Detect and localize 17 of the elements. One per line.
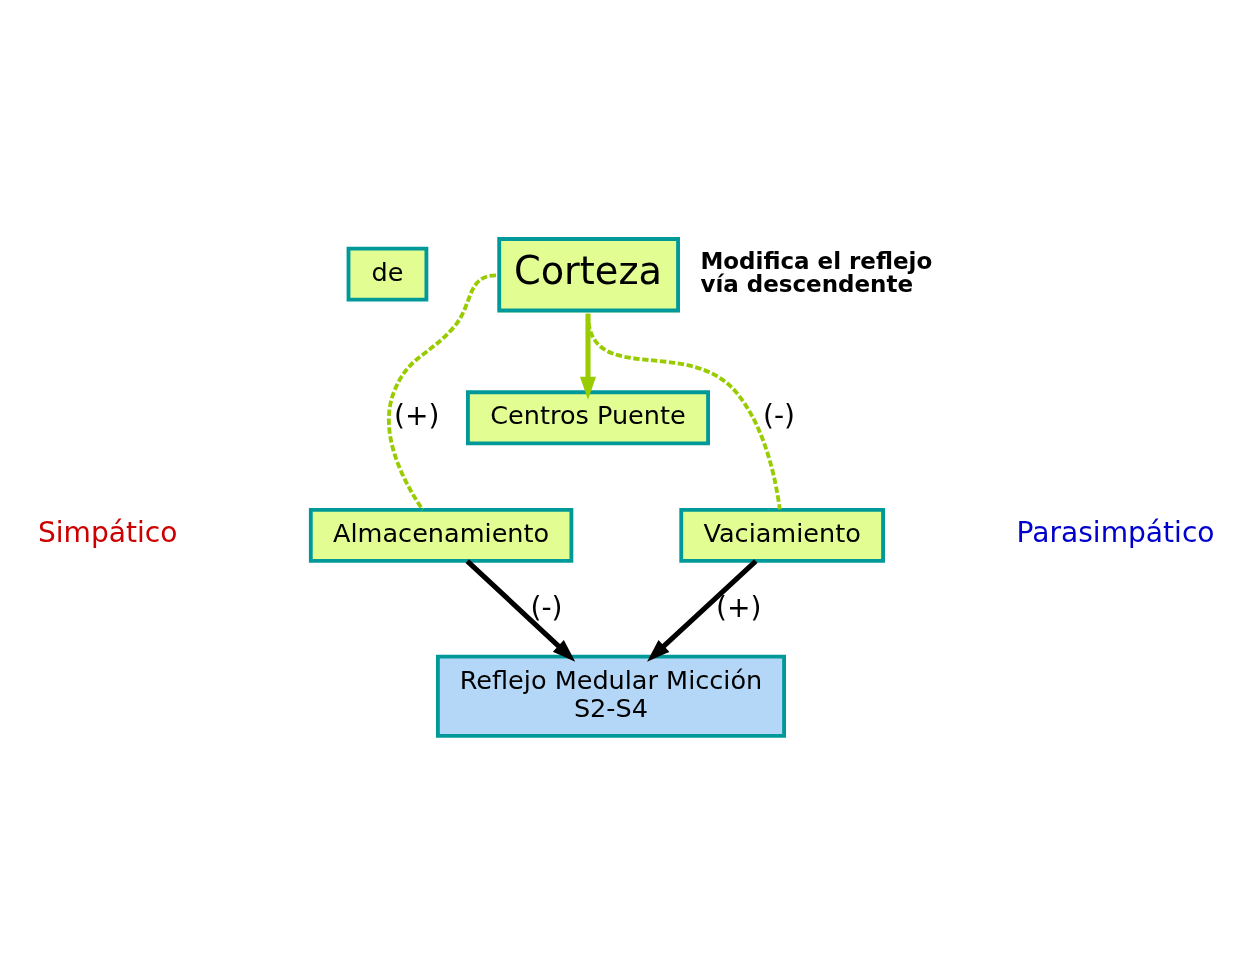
connector <box>586 313 782 510</box>
connector <box>387 273 497 511</box>
arrow <box>465 559 576 662</box>
arrow <box>647 559 758 662</box>
node-box: de <box>346 246 429 302</box>
label: Parasimpático <box>1016 516 1215 550</box>
label: Simpático <box>37 516 178 550</box>
node-label: Modifica el reflejo vía descendente <box>700 247 933 297</box>
edge-label: (+) <box>394 398 440 432</box>
edge-label: (-) <box>530 590 563 624</box>
node-box: Vaciamiento <box>679 507 885 563</box>
edge-label: (-) <box>762 398 795 432</box>
node-box: Centros Puente <box>466 390 710 446</box>
node-box: Reflejo Medular Micción S2-S4 <box>436 654 786 738</box>
edge-label: (+) <box>715 590 762 624</box>
arrow <box>579 313 597 400</box>
node-box: Almacenamiento <box>308 507 574 563</box>
